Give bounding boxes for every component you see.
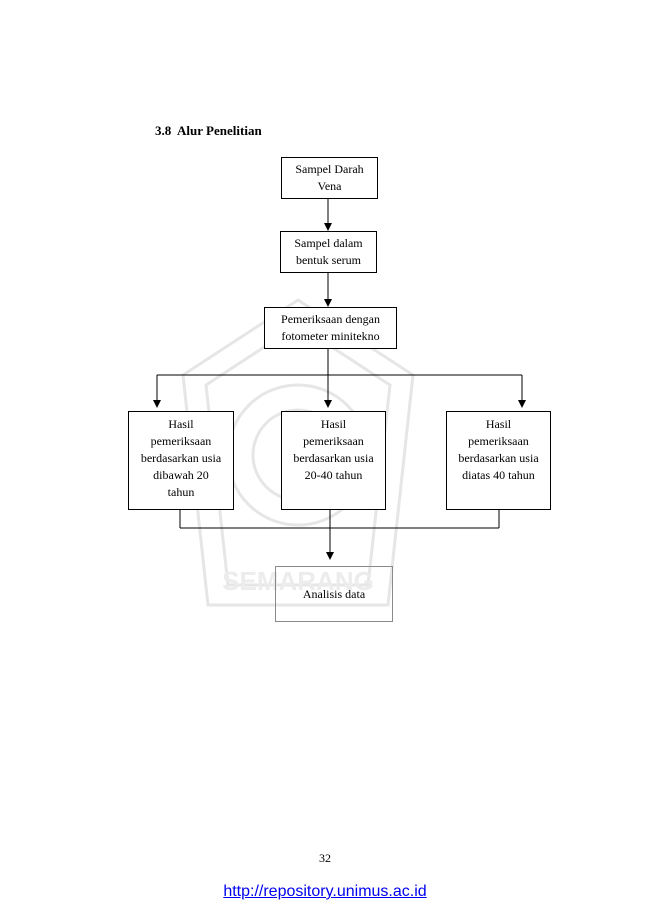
repository-link[interactable]: http://repository.unimus.ac.id: [223, 883, 427, 900]
watermark-text: SEMARANG: [222, 566, 374, 596]
node-pemeriksaan-fotometer: Pemeriksaan dengan fotometer minitekno: [264, 307, 397, 349]
node-hasil-diatas-40: Hasil pemeriksaan berdasarkan usia diata…: [446, 411, 551, 510]
node-hasil-dibawah-20: Hasil pemeriksaan berdasarkan usia dibaw…: [128, 411, 234, 510]
section-heading: 3.8 Alur Penelitian: [155, 123, 262, 139]
node-sampel-serum: Sampel dalam bentuk serum: [280, 231, 377, 273]
section-number: 3.8: [155, 123, 172, 138]
node-analisis-data: Analisis data: [275, 566, 393, 622]
page-number: 32: [319, 851, 331, 865]
section-title: Alur Penelitian: [177, 123, 262, 138]
node-hasil-20-40: Hasil pemeriksaan berdasarkan usia 20-40…: [281, 411, 386, 510]
node-sampel-darah-vena: Sampel Darah Vena: [281, 157, 378, 199]
